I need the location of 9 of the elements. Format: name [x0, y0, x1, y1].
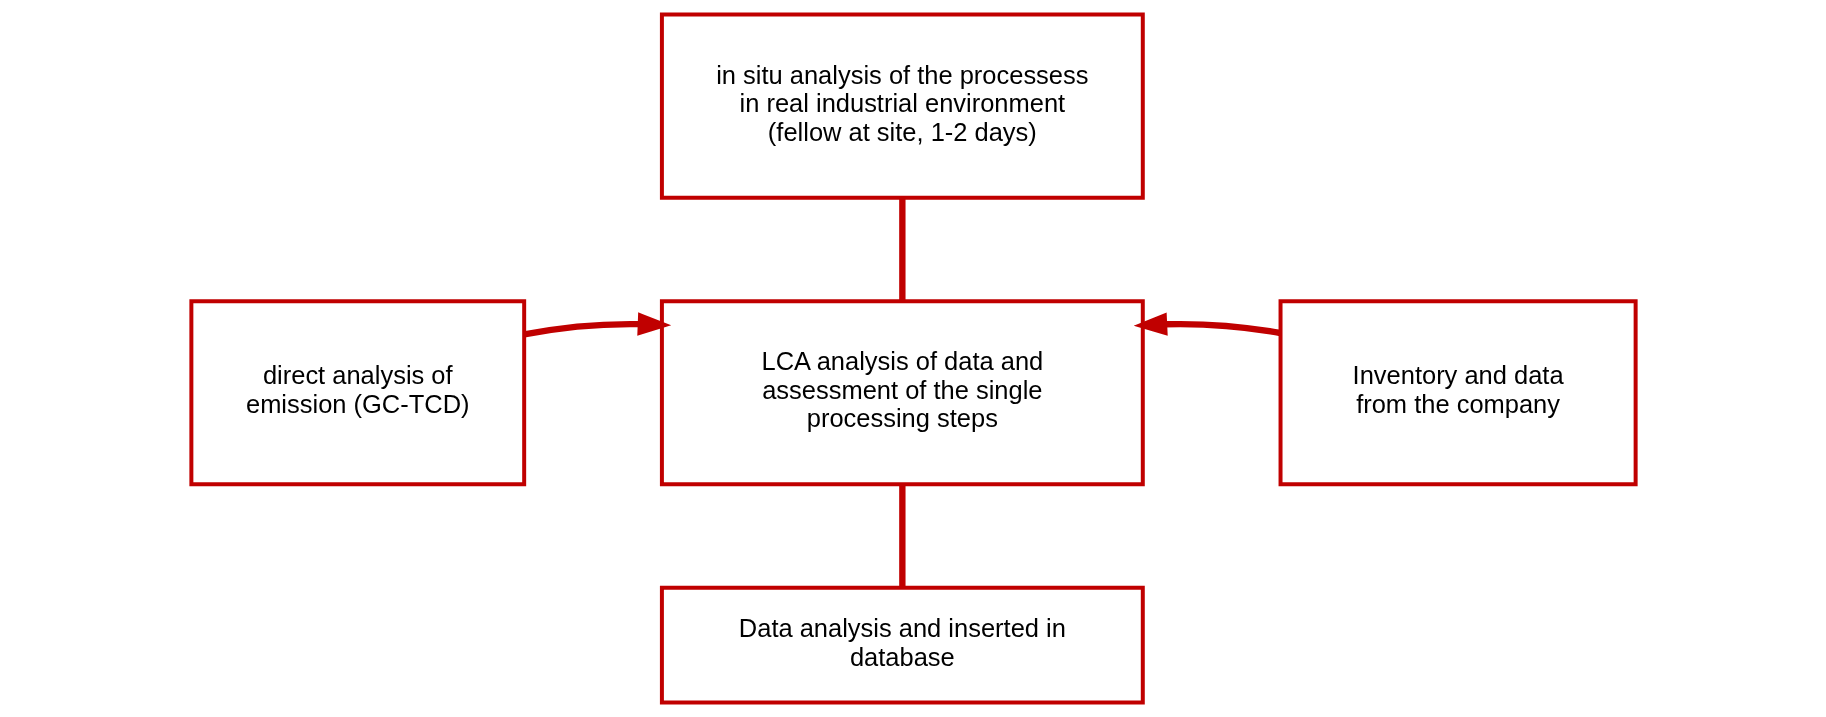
arrow — [1133, 312, 1281, 337]
arrow — [523, 312, 671, 338]
connector — [898, 198, 906, 302]
node-box: direct analysis of emission (GC-TCD) — [188, 299, 526, 487]
node-box: Inventory and data from the company — [1278, 299, 1638, 487]
connector — [898, 484, 906, 588]
node-box: Data analysis and inserted in database — [659, 585, 1145, 705]
node-box: in situ analysis of the processess in real industrial environment (fellow at site, 1-2 days) — [659, 12, 1145, 200]
node-box: LCA analysis of data and assessment of the single processing steps — [659, 299, 1145, 487]
